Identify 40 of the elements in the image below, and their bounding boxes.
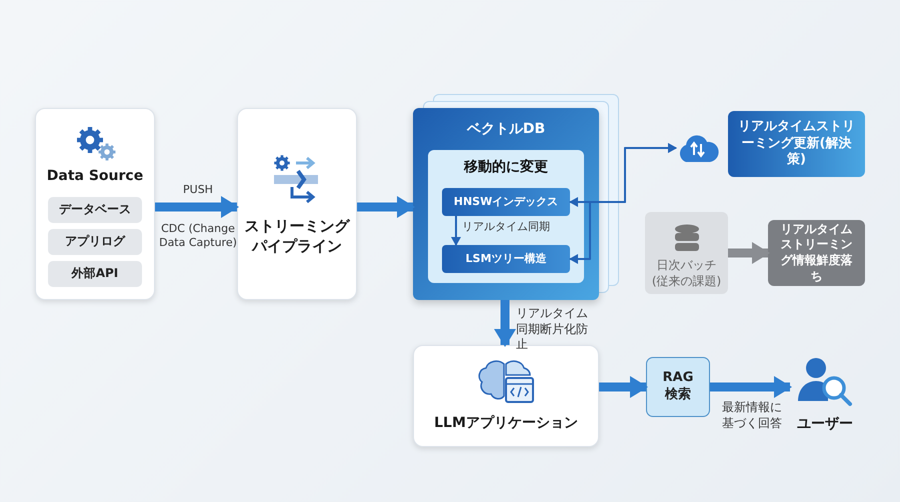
box-text: 外部API [72, 266, 118, 282]
box-text: RAG 検索 [662, 370, 694, 404]
box-text: データベース [59, 202, 131, 218]
box-text: リアルタイムストリーミング更新(解決策) [737, 118, 856, 170]
source-card [35, 108, 155, 300]
tag-pill [48, 197, 142, 223]
box-text: 日次バッチ(従来の課題) [651, 258, 722, 290]
problem-box [768, 220, 865, 286]
edge-label: 最新情報に基づく回答 [722, 400, 783, 432]
database-panel [413, 108, 599, 300]
arrow [569, 143, 677, 264]
box-text: LSMツリー構造 [466, 252, 546, 266]
tag-pill [48, 229, 142, 255]
panel-title: 移動的に変更 [464, 158, 548, 176]
batch-box [645, 212, 728, 294]
panel-title: Data Source [46, 167, 144, 186]
arrow [710, 376, 792, 398]
inner-panel [428, 150, 584, 283]
pipeline-card [237, 108, 357, 300]
box-text: HNSWインデックス [454, 194, 558, 210]
box-text: リアルタイムストリーミング情報鮮度落ち [780, 222, 854, 284]
arrow [494, 300, 516, 347]
arrow [728, 242, 770, 264]
panel-title: ベクトルDB [466, 120, 546, 138]
box-text: ストリーミングパイプライン [244, 217, 351, 256]
box-text: アプリログ [65, 234, 125, 250]
index-box [442, 245, 570, 273]
user-label: ユーザー [797, 415, 853, 434]
box-text: LLMアプリケーション [434, 414, 578, 432]
index-box [442, 188, 570, 216]
arrow [357, 196, 415, 218]
arrow [599, 376, 648, 398]
solution-box [728, 111, 865, 177]
tag-pill [48, 261, 142, 287]
arrow [451, 216, 461, 246]
edge-label: リアルタイム同期断片化防止 [516, 306, 589, 353]
edge-label: PUSH [182, 183, 214, 198]
search-box [646, 357, 710, 417]
arrow [155, 196, 239, 218]
note-text: CDC (Change Data Capture) [158, 222, 238, 251]
